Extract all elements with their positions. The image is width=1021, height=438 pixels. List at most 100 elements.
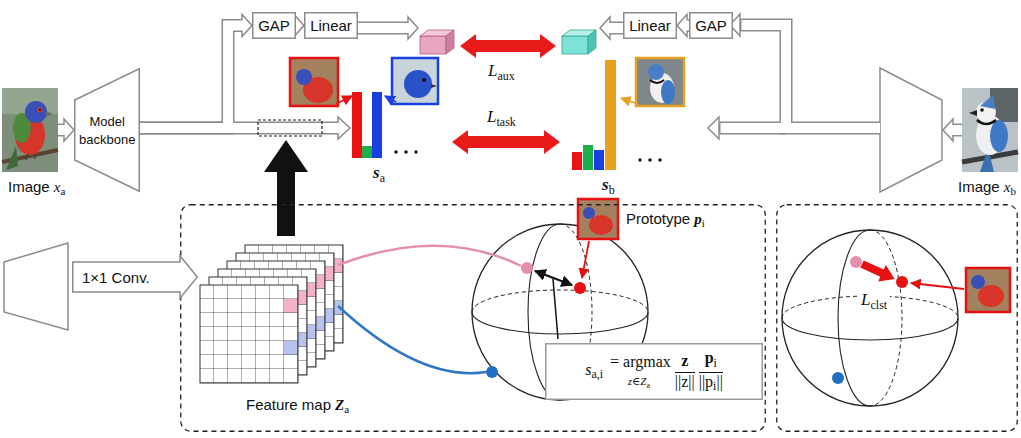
math-symbol: i <box>714 356 717 370</box>
text-block: Imagexa <box>6 178 67 198</box>
prototype-thumbnail <box>431 84 437 88</box>
image-caption: x <box>54 179 61 195</box>
text-group: Imagexb <box>958 178 1016 198</box>
text-row: 1×1 Conv. <box>82 269 150 287</box>
box-outline <box>305 13 358 39</box>
hollow-arrow <box>140 122 338 135</box>
math-symbol: a <box>380 171 385 185</box>
box-label: GAP <box>695 17 727 34</box>
image-caption: Image <box>958 178 1000 195</box>
embedding-vector <box>562 30 596 54</box>
hollow-arrow <box>358 23 410 33</box>
math-symbol: s <box>602 175 609 194</box>
math-symbol: p <box>705 349 714 366</box>
embedding-vector <box>446 30 454 54</box>
input-image: Imagexb <box>962 88 1018 172</box>
feature-point <box>832 372 844 384</box>
leader-line <box>553 279 558 339</box>
hypersphere <box>870 230 902 406</box>
hollow-arrow <box>140 123 340 133</box>
text-block: 1×1 Conv. <box>80 268 152 287</box>
image-caption: x <box>1004 179 1011 195</box>
text-row: ||pi|| <box>699 373 723 394</box>
prototype-thumbnail <box>971 275 985 289</box>
node-shape <box>545 343 763 400</box>
connector-fill <box>140 26 244 129</box>
prototype-thumbnail <box>290 58 338 106</box>
text-row: Prototypepi <box>626 210 705 230</box>
hypersphere <box>782 230 958 406</box>
prototype-thumbnail <box>290 58 338 106</box>
text-row: GAP <box>695 17 727 35</box>
text-row: z <box>675 352 695 372</box>
math-symbol: a <box>646 381 650 390</box>
score-histogram <box>605 60 616 170</box>
hollow-arrow <box>358 17 418 39</box>
text-group: sa,i <box>585 361 603 382</box>
text-block: Prototypepi <box>624 210 707 230</box>
region-label: Feature map <box>246 396 331 413</box>
text-block: GAP <box>256 16 292 35</box>
score-histogram <box>583 145 593 170</box>
text-group: GAP <box>258 17 290 35</box>
prototype-thumbnail <box>589 215 613 235</box>
process-box: Linear <box>623 12 677 39</box>
text-block: Model backbone <box>77 112 137 149</box>
feature-point <box>850 256 862 268</box>
math-symbol: z∈Z <box>628 375 647 387</box>
bird-photo <box>990 120 1008 152</box>
bird-photo <box>977 120 996 124</box>
bird-photo <box>39 109 41 111</box>
feature-map <box>200 285 298 383</box>
region-label: a <box>344 403 349 415</box>
math-symbol: L <box>487 107 496 126</box>
prototype-thumbnail <box>621 98 638 104</box>
bird-photo <box>38 108 43 113</box>
text-block: Feature mapZa <box>244 396 351 416</box>
prototype-thumbnail <box>392 58 438 104</box>
loss-label: L <box>861 290 870 309</box>
bird-photo <box>26 154 35 160</box>
math-symbol: a,i <box>591 367 603 381</box>
conv-arrow: 1×1 Conv. <box>72 255 198 299</box>
score-label: sb <box>602 175 615 197</box>
text-block: Linear <box>627 16 673 35</box>
loss-label: Ltask <box>487 107 516 129</box>
connector-fill <box>58 125 66 135</box>
prototype-point <box>574 282 586 294</box>
prototype-thumbnail <box>385 58 438 104</box>
text-group: Linear <box>310 17 352 35</box>
image-caption: a <box>60 185 65 197</box>
prototype-thumbnail <box>966 268 1010 312</box>
box-outline <box>690 13 733 39</box>
node-shape <box>74 68 140 192</box>
prototype-thumbnail <box>661 80 675 104</box>
text-row: Imagexa <box>8 178 65 198</box>
dashed-region: Feature mapZaPrototypepisa,i= argmaxz∈Za… <box>180 204 766 432</box>
math-symbol: i <box>713 379 716 393</box>
bird-photo <box>962 88 1018 172</box>
box-label: 1×1 Conv. <box>82 269 150 286</box>
feedback-arrow <box>264 140 308 236</box>
hypersphere <box>782 230 958 406</box>
prototype-point <box>896 276 908 288</box>
text-row: Lclst <box>861 290 887 312</box>
text-row: sa,i <box>585 361 603 382</box>
text-row: pi <box>699 349 723 372</box>
text-group: Model backbone <box>79 112 135 149</box>
bird-photo <box>980 108 984 112</box>
math-symbol: task <box>496 115 515 129</box>
cluster-arrow <box>860 260 894 281</box>
math-symbol: L <box>488 61 497 80</box>
prototype-thumbnail <box>978 285 1004 307</box>
hypersphere <box>472 312 648 334</box>
connector-fill <box>686 21 690 31</box>
box-label: Model backbone <box>79 114 135 147</box>
region-label: Prototype <box>626 210 690 227</box>
score-histogram <box>372 92 382 158</box>
text-group: 1×1 Conv. <box>82 269 150 287</box>
prototype-thumbnail <box>966 268 1010 312</box>
text-group: Linear <box>629 17 671 35</box>
prototype-thumbnail <box>578 199 618 278</box>
